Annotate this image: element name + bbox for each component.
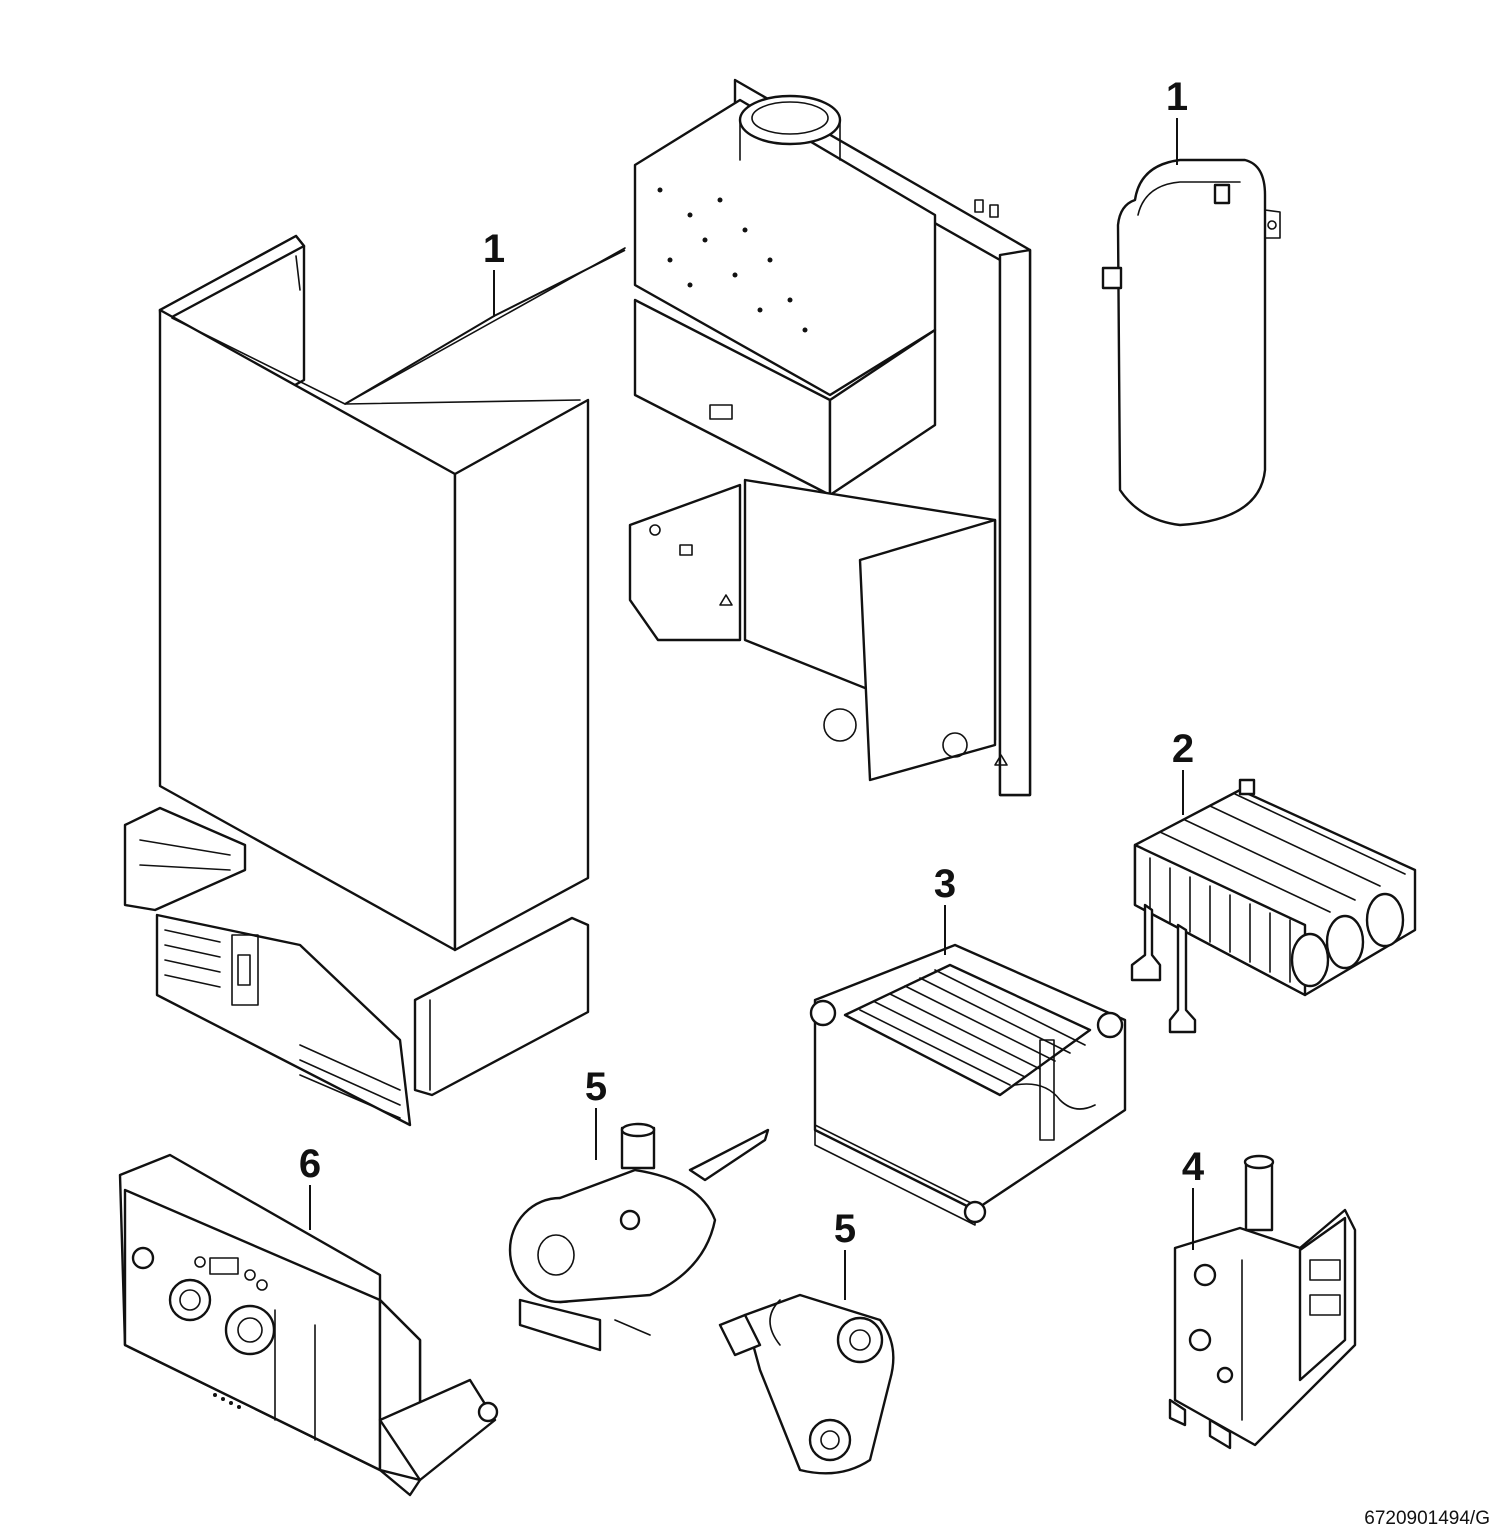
control-panel (118, 1153, 499, 1497)
callout-4-diverter-valve: 4 (1182, 1145, 1205, 1189)
leader-lines (309, 118, 1194, 1300)
expansion-vessel (1101, 158, 1281, 527)
callout-2-heat-exchanger: 2 (1172, 727, 1194, 771)
pump-head (718, 1293, 895, 1475)
heat-exchanger (1130, 778, 1417, 1034)
frame-assembly (628, 78, 1032, 797)
callout-5-pump-head: 5 (834, 1207, 856, 1251)
callout-6-control-panel: 6 (299, 1142, 321, 1186)
callout-1-casing: 1 (483, 227, 505, 271)
document-id: 6720901494/G (1364, 1508, 1490, 1529)
burner (809, 943, 1127, 1226)
diverter-valve (1168, 1154, 1357, 1450)
callout-1-expansion-vessel: 1 (1166, 75, 1188, 119)
pump (508, 1122, 770, 1352)
callout-3-burner: 3 (934, 862, 956, 906)
casing-lower-parts (123, 806, 590, 1127)
callout-5-pump: 5 (585, 1065, 607, 1109)
